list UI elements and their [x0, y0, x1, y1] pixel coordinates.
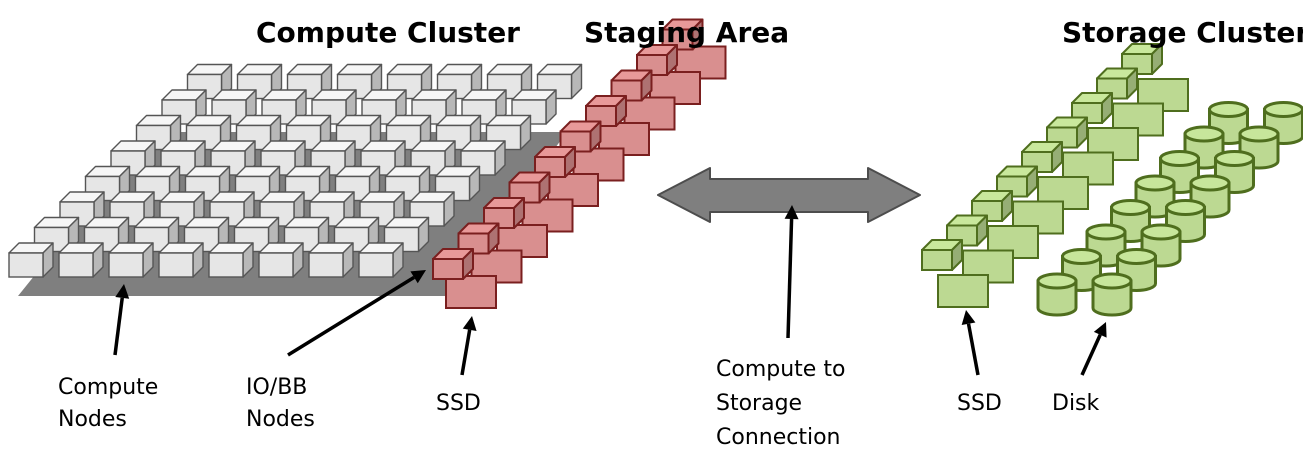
compute-node-cube	[536, 63, 583, 100]
storage-ssd-label: SSD	[957, 391, 1002, 416]
compute-node-cube	[8, 242, 54, 278]
storage-ssd-cube	[971, 190, 1013, 222]
staging-ssd-block	[445, 275, 497, 309]
connection-label-line2: Storage	[716, 391, 802, 416]
disk-cylinder-icon	[1036, 272, 1078, 317]
compute-node-cube	[158, 242, 204, 278]
staging-ssd-cube	[559, 120, 602, 153]
staging-ssd-cube	[610, 69, 653, 102]
storage-cluster-title: Storage Cluster	[1062, 16, 1303, 49]
compute-node-cube	[233, 216, 280, 253]
compute-node-cube	[134, 165, 181, 202]
compute-node-cube	[385, 114, 432, 151]
staging-ssd-stack	[432, 18, 727, 309]
compute-node-cube	[485, 114, 532, 151]
compute-node-cube	[58, 242, 104, 278]
disk-cylinder-icon	[1159, 150, 1200, 194]
storage-disk-array	[1036, 101, 1303, 317]
connection-label-line3: Connection	[716, 425, 840, 450]
compute-node-cube	[360, 140, 406, 176]
staging-ssd-cube	[432, 248, 474, 280]
double-arrow-icon	[657, 167, 921, 223]
staging-ssd-pointer-arrow	[460, 316, 477, 376]
compute-nodes-pointer-arrow	[113, 284, 130, 356]
compute-node-grid	[8, 63, 583, 278]
compute-nodes-label-line1: Compute	[58, 375, 158, 400]
io-bb-nodes-label-line1: IO/BB	[246, 375, 307, 400]
disk-cylinder-icon	[1091, 272, 1133, 317]
staging-area-title: Staging Area	[584, 16, 789, 49]
staging-ssd-cube	[508, 171, 551, 204]
storage-ssd-stack	[921, 43, 1189, 308]
compute-node-cube	[258, 242, 304, 278]
compute-node-cube	[308, 242, 354, 278]
compute-node-cube	[361, 89, 407, 125]
label-pointer-arrows	[113, 205, 1107, 376]
staging-ssd-cube	[636, 44, 678, 76]
storage-ssd-cube	[1121, 43, 1163, 75]
io-bb-pointer-arrow	[287, 270, 426, 357]
disk-pointer-arrow	[1080, 322, 1107, 376]
disk-cylinder-icon	[1116, 248, 1157, 292]
disk-cylinder-icon	[1214, 150, 1255, 194]
compute-node-cube	[358, 242, 404, 278]
disk-label: Disk	[1052, 391, 1100, 416]
compute-to-storage-connection-arrow	[657, 167, 921, 223]
storage-ssd-cube	[921, 239, 963, 271]
compute-nodes-label-line2: Nodes	[58, 407, 127, 432]
staging-ssd-label: SSD	[436, 391, 481, 416]
compute-node-cube	[108, 242, 154, 278]
connection-pointer-arrow	[784, 205, 799, 339]
storage-ssd-block	[937, 274, 989, 308]
io-bb-nodes-label-line2: Nodes	[246, 407, 315, 432]
compute-node-cube	[208, 242, 254, 278]
compute-cluster-title: Compute Cluster	[256, 16, 520, 49]
storage-ssd-pointer-arrow	[961, 310, 980, 376]
connection-label-line1: Compute to	[716, 357, 845, 382]
